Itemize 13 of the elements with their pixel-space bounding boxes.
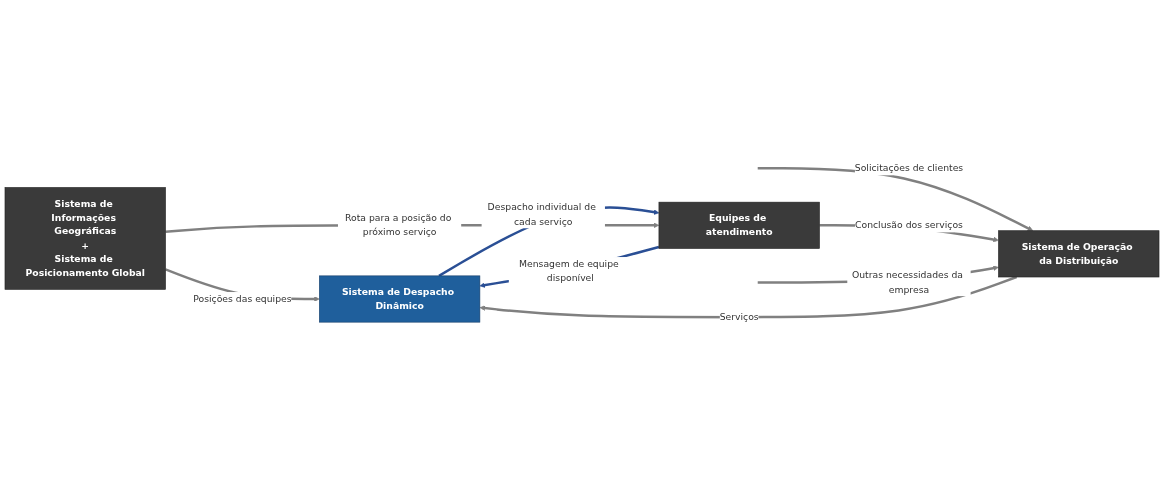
edge-label: Posições das equipes [193,293,292,305]
node-box: Sistema de Operação da Distribuição [998,230,1160,278]
node-box: Equipes de atendimento [658,201,820,249]
edge-label: Conclusão dos serviços [855,219,963,231]
edge-label: Solicitações de clientes [854,162,964,174]
edge-label: Outras necessidades da empresa [851,269,964,295]
arrow [757,166,1034,231]
edge-label: Serviços [719,311,759,323]
node-box: Sistema de Informações Geográficas + Sistema de Posicionamento Global [4,187,166,290]
edge-label: Mensagem de equipe disponível [519,258,619,284]
node-box: Sistema de Despacho Dinâmico [319,275,481,323]
edge-label: Despacho individual de cada serviço [487,201,596,227]
edge-label: Rota para a posição do próximo serviço [344,212,452,238]
